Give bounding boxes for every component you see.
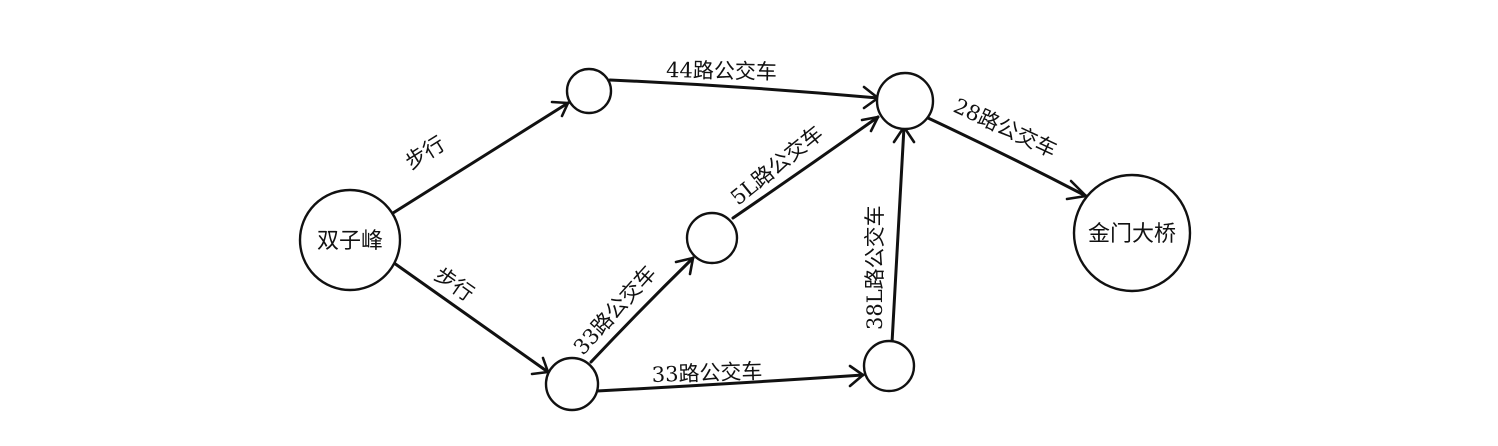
edge-label-bottom-right-to-hub: 38L路公交车 bbox=[863, 205, 887, 330]
edge-start-to-bottom-left: 步行 bbox=[392, 261, 550, 376]
edge-label-hub-to-end: 28路公交车 bbox=[950, 94, 1061, 163]
node-label-start: 双子峰 bbox=[317, 229, 383, 254]
edge-label-bottom-left-to-mid: 33路公交车 bbox=[569, 261, 661, 359]
edge-hub-to-end: 28路公交车 bbox=[926, 94, 1088, 201]
node-start: 双子峰 bbox=[298, 188, 402, 292]
edge-start-to-top: 步行 bbox=[391, 100, 570, 215]
edge-label-mid-to-hub: 5L路公交车 bbox=[726, 121, 828, 210]
edge-bottom-left-to-mid: 33路公交车 bbox=[569, 256, 695, 364]
node-label-end: 金门大桥 bbox=[1088, 222, 1176, 247]
edge-top-to-hub: 44路公交车 bbox=[608, 58, 880, 110]
node-bottom-left bbox=[544, 356, 600, 412]
node-end: 金门大桥 bbox=[1072, 173, 1192, 293]
edge-bottom-left-to-bottom-right: 33路公交车 bbox=[595, 359, 865, 393]
node-bottom-right bbox=[862, 339, 916, 393]
node-mid bbox=[685, 211, 739, 265]
edge-label-start-to-top: 步行 bbox=[401, 132, 449, 175]
edge-label-top-to-hub: 44路公交车 bbox=[666, 58, 777, 84]
edge-label-bottom-left-to-bottom-right: 33路公交车 bbox=[651, 359, 763, 387]
node-hub bbox=[875, 71, 935, 131]
edge-mid-to-hub: 5L路公交车 bbox=[726, 115, 880, 220]
edge-bottom-right-to-hub: 38L路公交车 bbox=[863, 125, 916, 345]
edge-label-start-to-bottom-left: 步行 bbox=[430, 262, 478, 306]
node-top bbox=[565, 67, 613, 115]
